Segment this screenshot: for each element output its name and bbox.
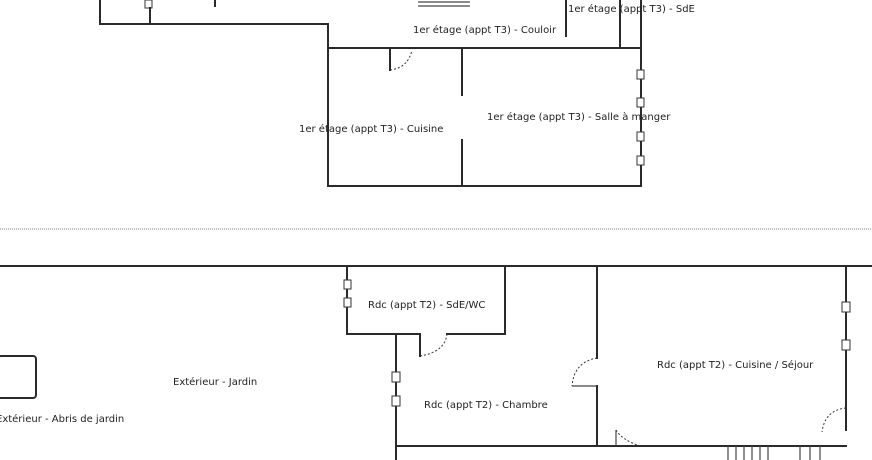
door-swing-icon — [615, 429, 641, 447]
window-icon — [144, 0, 153, 9]
label-rdc-chambre: Rdc (appt T2) - Chambre — [424, 400, 548, 411]
label-upper-cuisine: 1er étage (appt T3) - Cuisine — [299, 123, 443, 135]
window-icon — [841, 339, 851, 351]
stair-icon — [727, 446, 821, 460]
door-swing-icon — [419, 333, 448, 357]
window-icon — [841, 301, 851, 313]
ground-floor — [0, 265, 872, 460]
label-upper-salle: 1er étage (appt T3) - Salle à manger — [487, 111, 671, 123]
window-icon — [343, 297, 352, 308]
garden-shed-shape — [0, 355, 37, 399]
door-swing-icon — [821, 407, 847, 433]
window-icon — [636, 155, 645, 166]
label-exterieur-jardin: Extérieur - Jardin — [173, 376, 257, 388]
label-rdc-cuisine-sejour: Rdc (appt T2) - Cuisine / Séjour — [657, 359, 814, 371]
window-icon — [636, 131, 645, 142]
label-exterieur-abris: Extérieur - Abris de jardin — [0, 413, 124, 425]
door-swing-icon — [389, 49, 413, 71]
upper-floor — [99, 0, 645, 187]
window-icon — [636, 97, 645, 108]
label-upper-sde: 1er étage (appt T3) - SdE — [568, 3, 695, 15]
label-upper-couloir: 1er étage (appt T3) - Couloir — [413, 24, 557, 36]
door-swing-icon — [571, 357, 598, 387]
window-icon — [343, 279, 352, 290]
window-icon — [636, 69, 645, 80]
label-rdc-sde-wc: Rdc (appt T2) - SdE/WC — [368, 300, 485, 311]
window-icon — [391, 395, 401, 407]
window-icon — [391, 371, 401, 383]
